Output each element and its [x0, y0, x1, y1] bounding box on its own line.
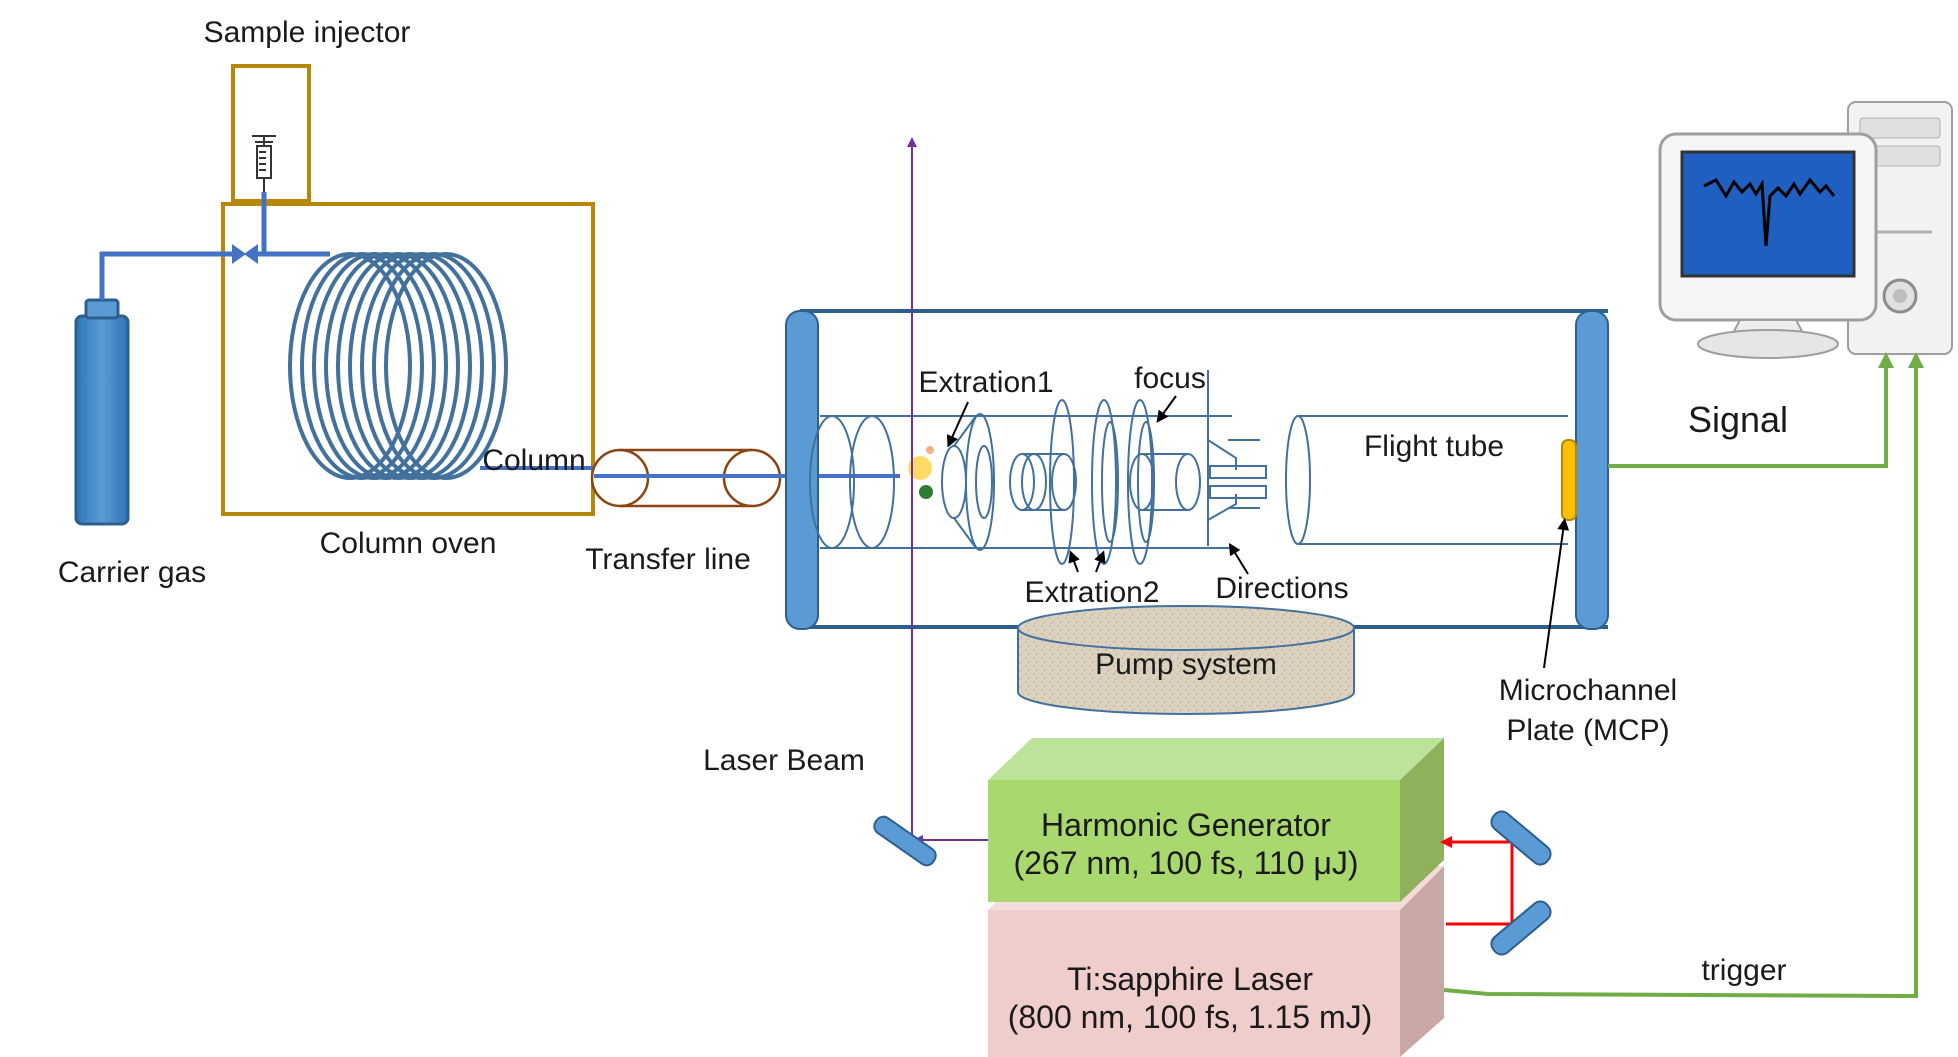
column-coil	[288, 252, 508, 480]
tisapphire-label-line2: (800 nm, 100 fs, 1.15 mJ)	[1008, 999, 1373, 1035]
column-oven	[221, 202, 595, 516]
sample-injector	[231, 64, 311, 203]
mcp-arrow	[1543, 518, 1570, 669]
mcp-detector	[1561, 439, 1577, 521]
mirror-icon	[1490, 900, 1552, 956]
mirror-icon	[1490, 810, 1552, 866]
laser-beam-label: Laser Beam	[703, 744, 865, 777]
extration2-arrow-a	[1068, 550, 1080, 573]
sample-injector-box	[231, 64, 311, 203]
column-oven-box	[221, 202, 595, 516]
harmonic-label-line2: (267 nm, 100 fs, 110 μJ)	[1013, 845, 1358, 881]
mcp-label-line2: Plate (MCP)	[1506, 714, 1669, 747]
focus-label: focus	[1134, 362, 1206, 395]
extration2-label: Extration2	[1024, 576, 1159, 609]
computer-icon	[1658, 101, 1953, 359]
trigger-label: trigger	[1701, 954, 1786, 987]
tisapphire-label-line1: Ti:sapphire Laser	[1067, 961, 1313, 997]
gas-line	[99, 192, 330, 300]
focus-arrow	[1156, 395, 1177, 423]
column-oven-label: Column oven	[320, 527, 497, 560]
extration2-arrow-b	[1094, 550, 1106, 573]
signal-line	[1608, 352, 1894, 468]
valve-icon	[232, 244, 258, 264]
signal-label: Signal	[1688, 399, 1788, 440]
extration1-label: Extration1	[918, 366, 1053, 399]
extration1-arrow	[946, 401, 969, 448]
chamber-right-flange	[1575, 310, 1609, 630]
mcp-label-line1: Microchannel	[1499, 674, 1677, 707]
carrier-gas-label: Carrier gas	[58, 556, 206, 589]
syringe-icon	[252, 135, 276, 192]
column-label: Column	[482, 444, 585, 477]
carrier-gas-cylinder	[74, 298, 130, 526]
directions-label: Directions	[1215, 572, 1348, 605]
flight-tube-label: Flight tube	[1364, 430, 1504, 463]
directions-arrow	[1228, 542, 1249, 575]
harmonic-generator-box	[988, 738, 1444, 902]
pump-system-label: Pump system	[1095, 648, 1277, 681]
red-beam-path	[1440, 836, 1514, 926]
transfer-line-label: Transfer line	[585, 543, 751, 576]
ion-optics	[809, 370, 1568, 565]
sample-injector-label: Sample injector	[204, 16, 411, 49]
trigger-line	[1443, 352, 1924, 999]
vacuum-chamber	[785, 309, 1609, 630]
mirror-icon	[873, 815, 937, 867]
harmonic-label-line1: Harmonic Generator	[1041, 807, 1331, 843]
chamber-left-flange	[785, 310, 819, 630]
pump-system	[1017, 605, 1355, 715]
sample-molecules	[908, 446, 934, 499]
